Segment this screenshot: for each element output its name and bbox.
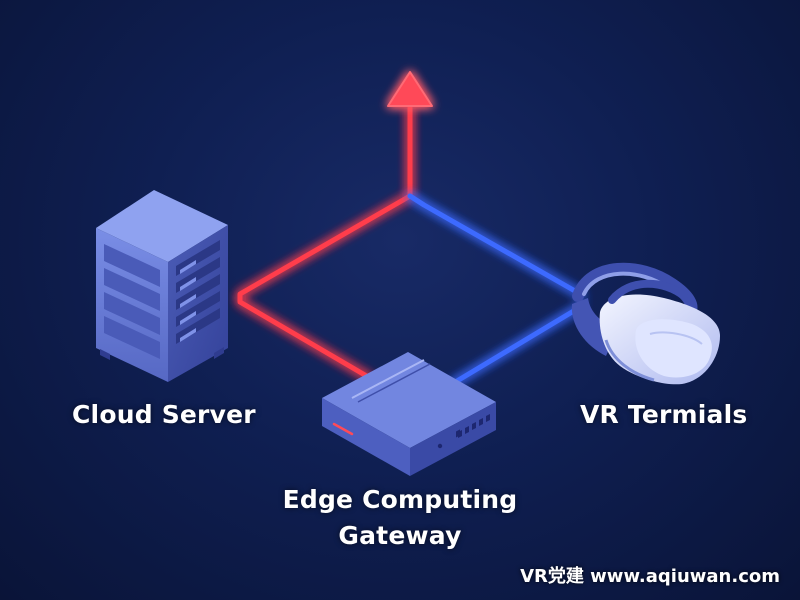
vr-terminals-label: VR Termials — [580, 400, 748, 429]
watermark: VR党建 www.aqiuwan.com — [520, 566, 780, 587]
edge-gateway-label-line1: Edge Computing — [282, 485, 518, 514]
vr-headset-icon — [571, 262, 720, 385]
cloud-link-red — [237, 105, 413, 381]
edge-gateway-label-line2: Gateway — [338, 521, 462, 550]
cloud-server-label: Cloud Server — [72, 400, 256, 429]
arrow-up-icon — [387, 71, 433, 107]
vr-link-blue — [407, 193, 585, 387]
edge-gateway-icon — [322, 352, 496, 476]
server-rack-icon — [96, 190, 228, 382]
edge-gateway-label: Edge Computing Gateway — [250, 482, 550, 554]
